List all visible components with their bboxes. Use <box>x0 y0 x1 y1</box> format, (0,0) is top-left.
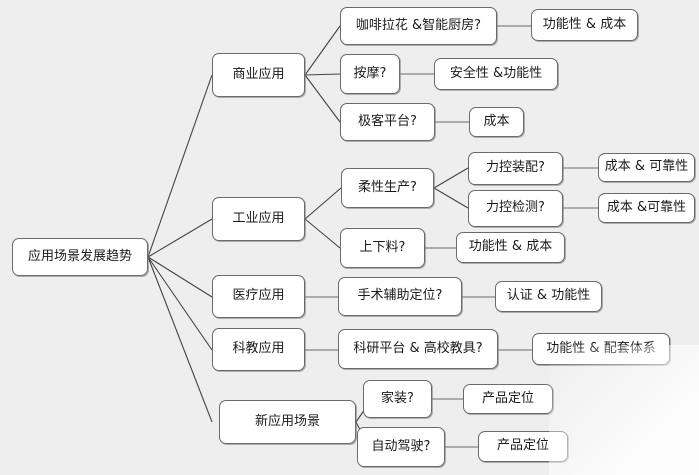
node-force-control-inspection[interactable]: 力控检测? <box>468 190 563 227</box>
edge-b1-c3 <box>304 74 341 123</box>
edge-b2c1-g2 <box>433 187 469 209</box>
edge-b2c1-g1 <box>433 167 469 189</box>
node-product-positioning-1[interactable]: 产品定位 <box>463 384 553 414</box>
node-geek-platform-label: 极客平台? <box>358 113 417 129</box>
node-new-application-scenarios-label: 新应用场景 <box>254 413 320 429</box>
node-science-education-application[interactable]: 科教应用 <box>212 328 305 371</box>
node-science-education-application-label: 科教应用 <box>232 341 285 357</box>
node-research-platform-university-teaching-aid[interactable]: 科研平台 & 高校教具? <box>338 329 498 369</box>
node-geek-platform[interactable]: 极客平台? <box>340 103 435 141</box>
edge-root-b3 <box>147 256 213 298</box>
node-massage-label: 按摩? <box>353 65 387 81</box>
node-functionality-cost-1[interactable]: 功能性 & 成本 <box>531 9 638 41</box>
node-cost[interactable]: 成本 <box>469 107 524 137</box>
node-loading-unloading[interactable]: 上下料? <box>340 228 425 268</box>
edge-root-b4 <box>147 256 213 351</box>
edge-b1-c2 <box>304 73 341 76</box>
node-research-platform-university-teaching-aid-label: 科研平台 & 高校教具? <box>353 340 483 356</box>
node-functionality-supporting-system[interactable]: 功能性 & 配套体系 <box>532 333 670 365</box>
node-industrial-application[interactable]: 工业应用 <box>212 197 305 241</box>
edge-b2-c1 <box>304 187 342 220</box>
edge-b1-c1 <box>304 25 341 76</box>
node-autonomous-driving-label: 自动驾驶? <box>371 438 431 454</box>
node-safety-functionality[interactable]: 安全性 &功能性 <box>434 58 558 90</box>
node-cost-label: 成本 <box>483 113 510 129</box>
edge-b2-c2 <box>304 218 341 249</box>
node-functionality-cost-2-label: 功能性 & 成本 <box>468 239 553 255</box>
node-certification-functionality[interactable]: 认证 & 功能性 <box>495 281 602 312</box>
node-functionality-cost-1-label: 功能性 & 成本 <box>542 16 627 32</box>
node-autonomous-driving[interactable]: 自动驾驶? <box>357 427 445 467</box>
node-coffee-latte-smart-kitchen[interactable]: 咖啡拉花 &智能厨房? <box>340 7 497 45</box>
node-product-positioning-2[interactable]: 产品定位 <box>478 431 568 462</box>
node-product-positioning-1-label: 产品定位 <box>481 390 534 406</box>
node-home-decoration-label: 家装? <box>381 390 414 406</box>
node-cost-reliability-1[interactable]: 成本 & 可靠性 <box>598 153 695 182</box>
node-coffee-latte-smart-kitchen-label: 咖啡拉花 &智能厨房? <box>355 17 482 33</box>
node-force-control-assembly-label: 力控装配? <box>486 160 545 176</box>
node-medical-application[interactable]: 医疗应用 <box>212 275 305 318</box>
node-functionality-supporting-system-label: 功能性 & 配套体系 <box>546 340 656 356</box>
edge-root-b2 <box>147 218 213 258</box>
node-massage[interactable]: 按摩? <box>340 54 400 94</box>
node-functionality-cost-2[interactable]: 功能性 & 成本 <box>456 232 565 263</box>
node-commercial-application-label: 商业应用 <box>232 66 285 82</box>
node-root[interactable]: 应用场景发展趋势 <box>12 238 148 276</box>
node-industrial-application-label: 工业应用 <box>232 210 285 226</box>
node-loading-unloading-label: 上下料? <box>359 239 406 255</box>
node-root-label: 应用场景发展趋势 <box>27 248 132 264</box>
node-product-positioning-2-label: 产品定位 <box>496 438 549 454</box>
node-surgical-assisted-positioning[interactable]: 手术辅助定位? <box>338 277 462 316</box>
node-cost-reliability-2-label: 成本 &可靠性 <box>606 199 687 215</box>
node-new-application-scenarios[interactable]: 新应用场景 <box>219 400 356 444</box>
node-force-control-assembly[interactable]: 力控装配? <box>468 152 563 185</box>
node-commercial-application[interactable]: 商业应用 <box>212 53 305 97</box>
edge-root-b1 <box>147 74 213 258</box>
node-medical-application-label: 医疗应用 <box>232 288 285 304</box>
node-cost-reliability-2[interactable]: 成本 &可靠性 <box>598 193 695 223</box>
node-safety-functionality-label: 安全性 &功能性 <box>449 65 543 81</box>
node-force-control-inspection-label: 力控检测? <box>486 200 545 216</box>
node-surgical-assisted-positioning-label: 手术辅助定位? <box>357 288 443 304</box>
edge-root-b5 <box>147 256 213 423</box>
node-cost-reliability-1-label: 成本 & 可靠性 <box>604 159 689 175</box>
node-flexible-production-label: 柔性生产? <box>358 179 417 195</box>
node-home-decoration[interactable]: 家装? <box>363 380 432 418</box>
node-certification-functionality-label: 认证 & 功能性 <box>506 288 591 304</box>
node-flexible-production[interactable]: 柔性生产? <box>341 168 434 208</box>
